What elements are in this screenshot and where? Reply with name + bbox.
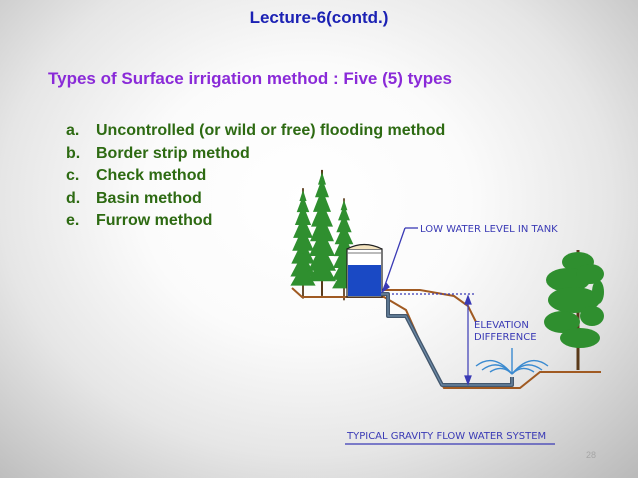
elevation-label-line1: ELEVATION: [474, 320, 529, 331]
tank-level-label: LOW WATER LEVEL IN TANK: [420, 224, 558, 235]
pine-tree-icon: [306, 168, 338, 297]
page-number: 28: [586, 450, 597, 460]
elevation-label-line2: DIFFERENCE: [474, 332, 537, 343]
list-item-text: Check method: [96, 167, 207, 184]
list-item-text: Furrow method: [96, 212, 213, 229]
list-item: b. Border strip method: [66, 143, 445, 166]
slide-subtitle: Types of Surface irrigation method : Fiv…: [48, 69, 452, 88]
sprinkler-spray-icon: [475, 348, 549, 375]
pine-tree-icon: [289, 187, 317, 300]
list-item-text: Border strip method: [96, 144, 250, 162]
elevation-arrow: [392, 293, 474, 386]
method-list: a. Uncontrolled (or wild or free) floodin…: [66, 120, 445, 233]
leafy-tree-icon: [544, 250, 604, 370]
list-item: d. Basin method: [66, 188, 445, 211]
list-marker: e.: [66, 212, 80, 229]
list-marker: a.: [66, 122, 80, 139]
list-marker: b.: [66, 144, 81, 162]
list-marker: c.: [66, 167, 80, 184]
water-level-pointer: [380, 227, 418, 294]
list-item: c. Check method: [66, 165, 445, 188]
list-marker: d.: [66, 189, 81, 207]
water-tank-icon: [346, 243, 383, 298]
ground-upper-line: [384, 289, 477, 323]
list-item: a. Uncontrolled (or wild or free) floodin…: [66, 120, 445, 143]
slide-title: Lecture-6(contd.): [249, 8, 389, 27]
list-item: e. Furrow method: [66, 210, 445, 233]
list-item-text: Uncontrolled (or wild or free) flooding …: [96, 122, 446, 139]
list-item-text: Basin method: [96, 189, 202, 207]
diagram-caption: TYPICAL GRAVITY FLOW WATER SYSTEM: [346, 431, 546, 442]
